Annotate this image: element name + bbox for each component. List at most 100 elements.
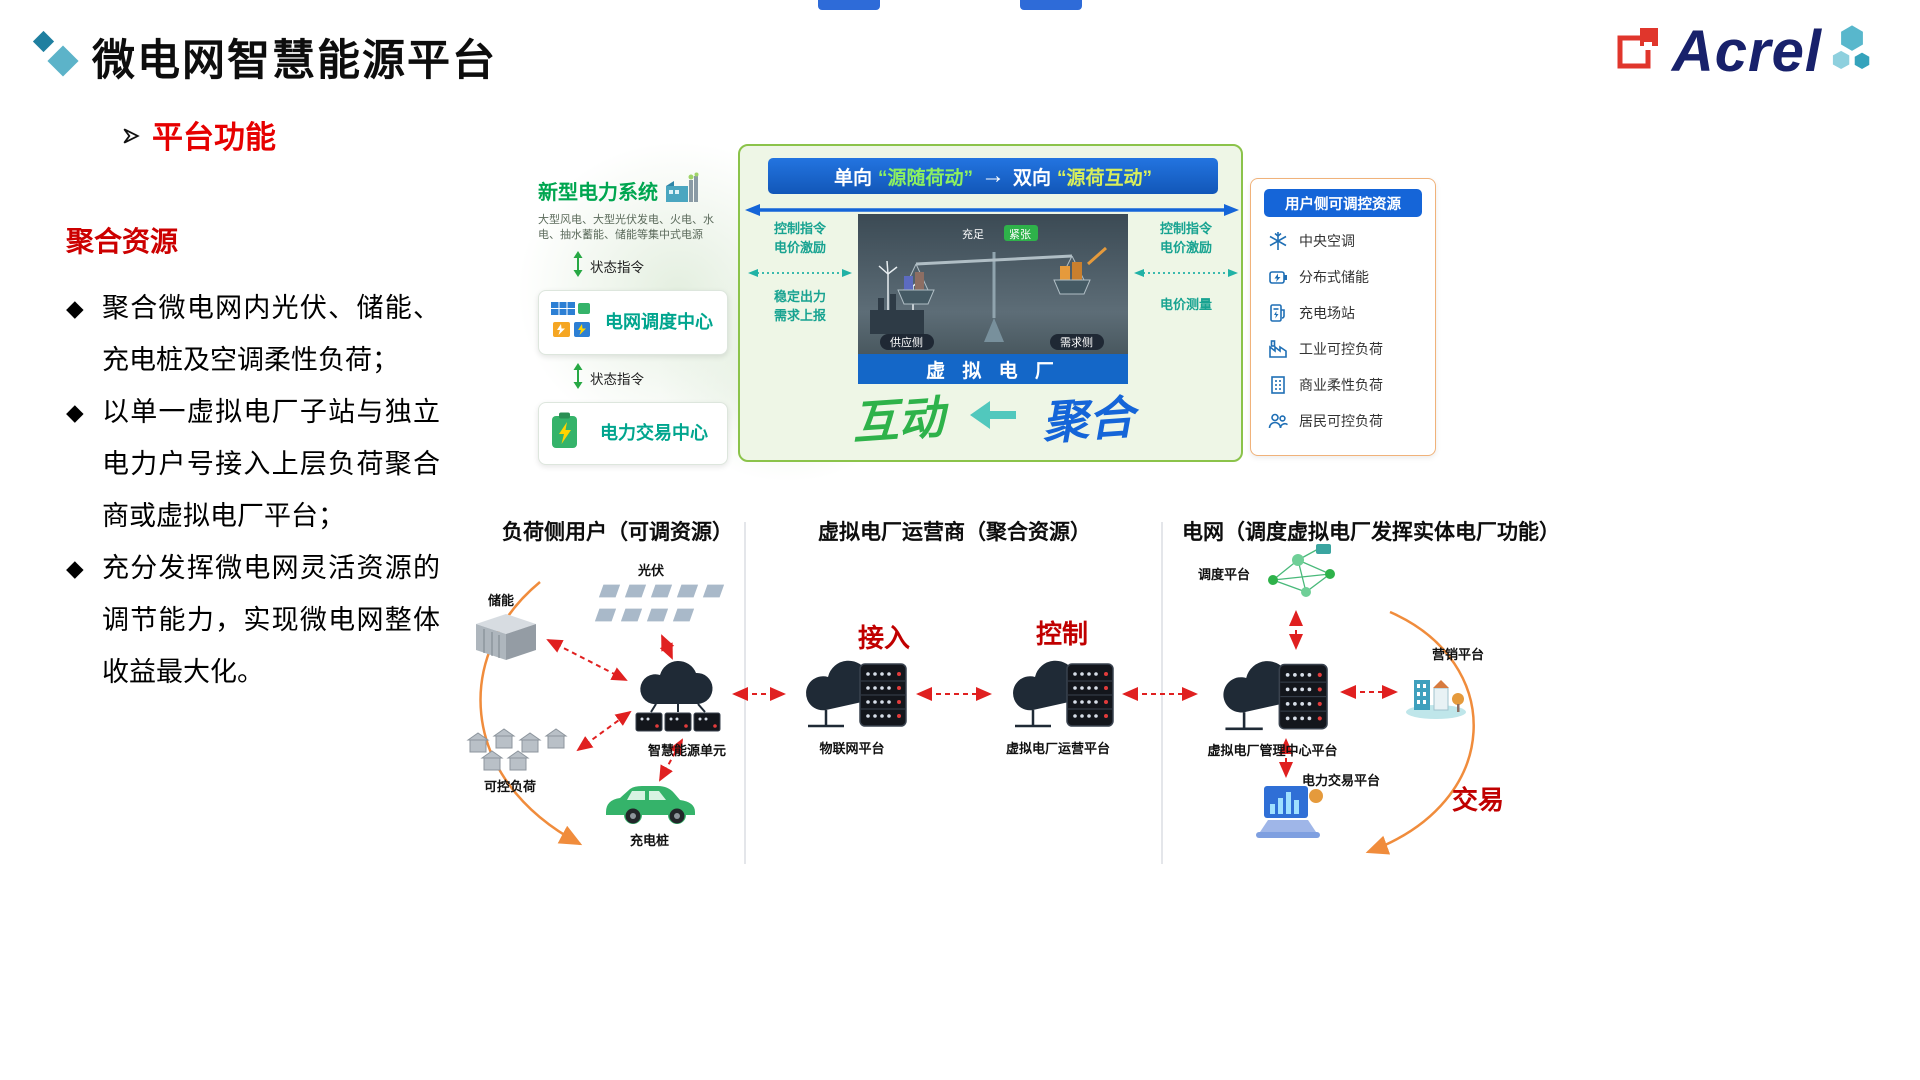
- label-demand-side: 需求侧: [1060, 336, 1093, 349]
- iot-platform-label: 物联网平台: [819, 741, 885, 756]
- smart-energy-unit-label: 智慧能源单元: [647, 743, 726, 758]
- acrel-logo: Acrel: [1616, 18, 1872, 85]
- resource-item: 分布式储能: [1251, 259, 1435, 295]
- left-arrow-icon: [969, 400, 1016, 434]
- vertical-double-arrow-icon: [572, 250, 584, 282]
- office-building-icon: [1267, 374, 1289, 396]
- header-quote1: “源随荷动”: [877, 167, 973, 189]
- pv-label: 光伏: [638, 563, 665, 578]
- resource-label: 充电场站: [1299, 305, 1355, 321]
- user-side-resources-box: 用户侧可调控资源 中央空调 分布式储能 充电场站: [1250, 178, 1436, 456]
- trading-platform-label: 电力交易平台: [1302, 773, 1381, 788]
- header-quote2: “源荷互动”: [1057, 167, 1153, 189]
- bullet-item: ◆ 充分发挥微电网灵活资源的调节能力，实现微电网整体收益最大化。: [66, 542, 440, 698]
- diamond-bullet-icon: ◆: [66, 400, 84, 425]
- resource-item: 工业可控负荷: [1251, 331, 1435, 367]
- solar-panels-icon: [592, 580, 727, 633]
- vpp-operator-platform-label: 虚拟电厂运营平台: [1005, 741, 1110, 756]
- aggregate-heading: 聚合资源: [66, 227, 179, 258]
- double-headed-arrow-icon: [745, 202, 1239, 218]
- script-aggregate: 聚合: [1039, 389, 1136, 451]
- marketing-platform-icon: [1402, 662, 1470, 725]
- power-trade-center-label: 电力交易中心: [600, 422, 708, 443]
- storage-label: 储能: [488, 593, 515, 608]
- subtitle-text: 平台功能: [152, 120, 276, 155]
- label-tight: 紧张: [1009, 228, 1031, 241]
- note-stable-output: 稳定出力 需求上报: [773, 289, 826, 323]
- acrel-logo-text: Acrel: [1671, 19, 1822, 84]
- aggregate-resources-block: 聚合资源 ◆ 聚合微电网内光伏、储能、充电桩及空调柔性负荷； ◆ 以单一虚拟电厂…: [66, 220, 440, 698]
- flow-label-control: 控制: [1036, 619, 1089, 649]
- section-header-grid: 电网（调度虚拟电厂发挥实体电厂功能）: [1182, 521, 1560, 544]
- clipboard-lightning-icon: [549, 411, 583, 456]
- smart-energy-unit-icon: [628, 658, 728, 741]
- status-command-row: 状态指令: [572, 362, 733, 394]
- note-price-measure: 电价测量: [1159, 297, 1212, 312]
- section-subtitle: 平台功能: [122, 112, 276, 157]
- dispatch-platform-icon: [1258, 540, 1353, 610]
- bullet-item: ◆ 以单一虚拟电厂子站与独立电力户号接入上层负荷聚合商或虚拟电厂平台；: [66, 386, 440, 542]
- power-system-column: 新型电力系统 大型风电、大型光伏发电、火电、水电、抽水蓄能、储能等集中式电源: [538, 172, 733, 465]
- resource-label: 工业可控负荷: [1299, 341, 1383, 357]
- power-plant-icon: [664, 172, 700, 209]
- status-command-label: 状态指令: [590, 372, 644, 388]
- resource-label: 分布式储能: [1299, 269, 1369, 285]
- resource-item: 充电场站: [1251, 295, 1435, 331]
- vpp-mgmt-platform-label: 虚拟电厂管理中心平台: [1207, 743, 1338, 758]
- bullet-text: 聚合微电网内光伏、储能、充电桩及空调柔性负荷；: [102, 293, 440, 375]
- note-control-price-left: 控制指令 电价激励: [773, 221, 826, 255]
- diamond-bullet-icon: ◆: [66, 296, 84, 321]
- section-header-operator: 虚拟电厂运营商（聚合资源）: [818, 521, 1091, 544]
- header-two-way: 双向: [1013, 167, 1052, 189]
- battery-icon: [1267, 266, 1289, 288]
- vpp-operator-platform-icon: [995, 650, 1120, 737]
- interact-aggregate-row: 互动 聚合: [740, 384, 1245, 450]
- vertical-double-arrow-icon: [572, 362, 584, 394]
- diamond-bullet-icon: ◆: [66, 556, 84, 581]
- virtual-power-plant-bar: 虚 拟 电 厂: [858, 354, 1128, 384]
- vpp-mgmt-platform-icon: [1202, 650, 1337, 740]
- solar-battery-icon: [549, 299, 593, 346]
- resource-label: 商业柔性负荷: [1299, 377, 1383, 393]
- marketing-platform-label: 营销平台: [1432, 647, 1485, 662]
- header-one-way: 单向: [833, 167, 872, 189]
- hexagon-cluster-icon: [1832, 23, 1872, 80]
- label-supply-side: 供应侧: [890, 335, 923, 349]
- vpp-header-banner: 单向 “源随荷动” → 双向 “源荷互动”: [768, 158, 1218, 194]
- top-tab-decoration: [1020, 0, 1082, 10]
- controllable-load-label: 可控负荷: [484, 779, 537, 794]
- diamond-decoration-icon: [32, 30, 55, 53]
- factory-icon: [1267, 338, 1289, 360]
- balance-scale-graphic: 充足 紧张 供应侧 需求侧: [858, 214, 1128, 354]
- diamond-decoration-icon: [47, 45, 79, 77]
- top-tab-decoration: [818, 0, 880, 10]
- bullet-text: 充分发挥微电网灵活资源的调节能力，实现微电网整体收益最大化。: [102, 553, 440, 687]
- dotted-double-arrow-icon: [1134, 266, 1238, 278]
- ev-charger-label: 充电桩: [630, 833, 670, 848]
- note-control-price-right: 控制指令 电价激励: [1159, 221, 1212, 255]
- vpp-flow-diagram: 负荷侧用户（可调资源） 虚拟电厂运营商（聚合资源） 电网（调度虚拟电厂发挥实体电…: [440, 512, 1560, 874]
- status-command-row: 状态指令: [572, 250, 733, 282]
- flow-arrows-overlay: [479, 522, 1475, 864]
- page-title: 微电网智慧能源平台: [92, 37, 497, 85]
- arrow-bullet-icon: [122, 117, 140, 153]
- flow-label-access: 接入: [858, 623, 911, 653]
- vpp-interaction-diagram: 新型电力系统 大型风电、大型光伏发电、火电、水电、抽水蓄能、储能等集中式电源: [518, 142, 1438, 482]
- flow-label-trade: 交易: [1452, 785, 1505, 815]
- residents-icon: [1267, 410, 1289, 432]
- power-system-title: 新型电力系统: [538, 182, 658, 204]
- bullet-text: 以单一虚拟电厂子站与独立电力户号接入上层负荷聚合商或虚拟电厂平台；: [102, 397, 440, 531]
- user-resources-header: 用户侧可调控资源: [1264, 189, 1422, 217]
- grid-dispatch-center-label: 电网调度中心: [605, 311, 713, 332]
- status-command-label: 状态指令: [590, 260, 644, 276]
- resource-label: 居民可控负荷: [1299, 413, 1383, 429]
- script-interact: 互动: [849, 389, 946, 451]
- resource-label: 中央空调: [1299, 233, 1355, 249]
- power-system-desc: 大型风电、大型光伏发电、火电、水电、抽水蓄能、储能等集中式电源: [538, 214, 714, 241]
- section-header-load-side: 负荷侧用户（可调资源）: [502, 521, 733, 544]
- dispatch-platform-label: 调度平台: [1198, 567, 1251, 582]
- trading-platform-icon: [1250, 780, 1330, 853]
- energy-storage-icon: [468, 608, 543, 668]
- snowflake-icon: [1267, 230, 1289, 252]
